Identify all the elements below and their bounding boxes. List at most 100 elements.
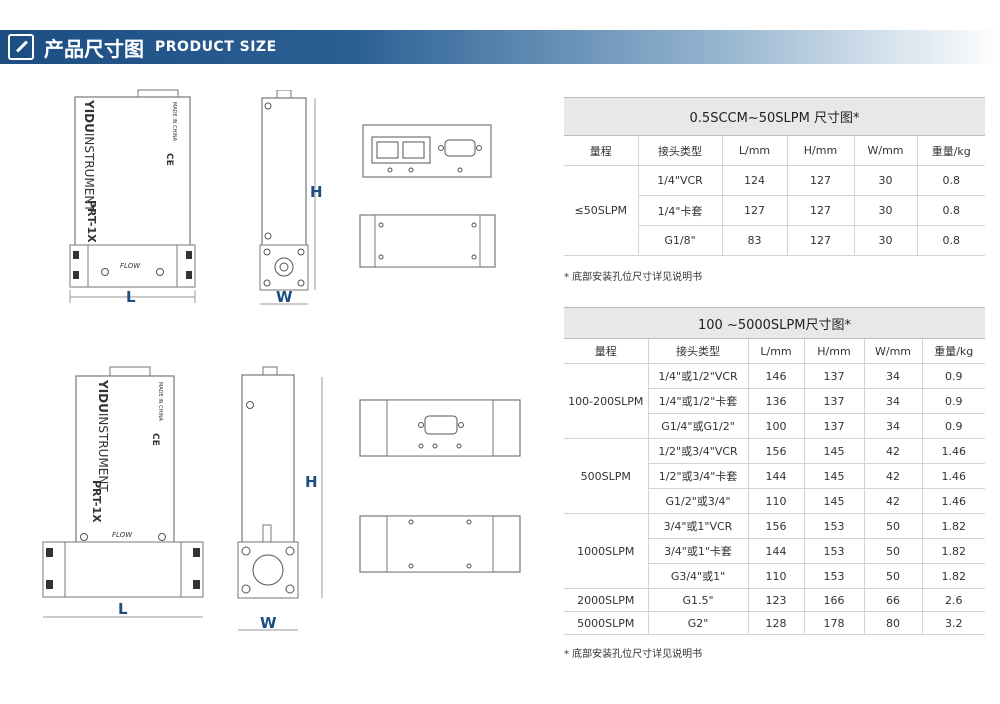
ruler-icon xyxy=(8,34,34,60)
table-cell: 1/4"VCR xyxy=(637,165,723,196)
section-subtitle: PRODUCT SIZE xyxy=(155,39,277,55)
table-row: G1/8" 83 127 30 0.8 xyxy=(564,225,985,256)
table-cell: 127 xyxy=(786,225,855,256)
table2-header: W/mm xyxy=(863,338,923,364)
table-cell: G2" xyxy=(647,611,749,635)
table-cell: 1/2"或3/4"VCR xyxy=(647,438,749,464)
table-cell: 3.2 xyxy=(921,611,985,635)
table-cell: 128 xyxy=(747,611,805,635)
table1-header: L/mm xyxy=(721,135,788,166)
made-in-label: MADE IN CHINA xyxy=(171,102,177,142)
table-cell: 127 xyxy=(786,165,855,196)
table-cell: 137 xyxy=(803,363,865,389)
table2-range: 5000SLPM xyxy=(564,611,649,635)
table-cell: 123 xyxy=(747,588,805,612)
table-cell: 110 xyxy=(747,488,805,514)
table-cell: 83 xyxy=(721,225,788,256)
table-cell: 42 xyxy=(863,463,923,489)
table-cell: 144 xyxy=(747,538,805,564)
large-model-label: PRT-1X xyxy=(90,480,103,523)
table-cell: G1/4"或G1/2" xyxy=(648,413,749,439)
table-cell: 0.9 xyxy=(921,363,985,389)
table-cell: 80 xyxy=(863,611,923,635)
large-ce-mark: CE xyxy=(150,433,160,446)
table-cell: 178 xyxy=(803,611,865,635)
table2-header: H/mm xyxy=(803,338,865,364)
section-header: 产品尺寸图 PRODUCT SIZE xyxy=(0,30,1000,64)
table-row: 1/4"卡套 127 127 30 0.8 xyxy=(564,195,985,226)
dim-l-top: L xyxy=(126,288,136,306)
table2-title: 100 ~5000SLPM尺寸图* xyxy=(564,307,985,339)
table-cell: 100 xyxy=(747,413,805,439)
table2-range: 100-200SLPM xyxy=(564,363,649,439)
dim-l-bottom: L xyxy=(118,600,128,618)
table-cell: 1.82 xyxy=(921,563,985,589)
table2-range: 1000SLPM xyxy=(564,513,649,589)
table-cell: 0.8 xyxy=(916,165,985,196)
table-cell: 0.9 xyxy=(921,388,985,414)
table-cell: 137 xyxy=(803,413,865,439)
table-cell: 3/4"或1"VCR xyxy=(647,513,749,539)
flow-label: FLOW xyxy=(120,262,141,270)
dim-w-top: W xyxy=(276,288,293,306)
brand-label: YIDUINSTRUMENT xyxy=(82,100,96,212)
dim-h-top: H xyxy=(310,183,323,201)
table-cell: 50 xyxy=(863,538,923,564)
small-device-top-view xyxy=(359,124,496,268)
table-cell: 156 xyxy=(747,438,805,464)
table-cell: 156 xyxy=(747,513,805,539)
table-cell: 153 xyxy=(803,513,865,539)
table-cell: 146 xyxy=(747,363,805,389)
table-cell: 50 xyxy=(863,513,923,539)
table-cell: 30 xyxy=(853,225,918,256)
table-cell: 145 xyxy=(803,438,865,464)
table-cell: 1.46 xyxy=(921,488,985,514)
table-cell: 1.82 xyxy=(921,538,985,564)
small-device-front-view xyxy=(69,89,196,303)
large-device-front-view xyxy=(42,366,204,618)
spec-table-large: 100 ~5000SLPM尺寸图* 量程 接头类型 L/mm H/mm W/mm… xyxy=(564,307,985,635)
table2-header: 重量/kg xyxy=(921,338,985,364)
table-cell: 137 xyxy=(803,388,865,414)
table2-note: * 底部安装孔位尺寸详见说明书 xyxy=(564,649,703,660)
table-cell: 1/4"或1/2"卡套 xyxy=(648,388,749,414)
table1-header: H/mm xyxy=(786,135,855,166)
large-device-side-view xyxy=(237,366,323,631)
table2-range: 500SLPM xyxy=(564,438,649,514)
table1-header: 量程 xyxy=(564,135,639,166)
table-cell: 127 xyxy=(721,195,788,226)
table-cell: 127 xyxy=(786,195,855,226)
table1-header: W/mm xyxy=(853,135,918,166)
table-cell: 0.8 xyxy=(916,225,985,256)
ce-mark: CE xyxy=(164,153,174,166)
table1-range: ≤50SLPM xyxy=(564,165,639,256)
table-cell: 34 xyxy=(863,388,923,414)
table-cell: 0.9 xyxy=(921,413,985,439)
table1-header: 重量/kg xyxy=(916,135,985,166)
table-cell: 30 xyxy=(853,195,918,226)
table-cell: 2.6 xyxy=(921,588,985,612)
table-cell: 145 xyxy=(803,488,865,514)
table1-note: * 底部安装孔位尺寸详见说明书 xyxy=(564,272,703,283)
table-row: ≤50SLPM 1/4"VCR 124 127 30 0.8 xyxy=(564,165,985,256)
table-cell: 1.46 xyxy=(921,438,985,464)
large-made-in-label: MADE IN CHINA xyxy=(157,382,163,422)
table-cell: 1/4"卡套 xyxy=(638,195,723,226)
table-cell: 34 xyxy=(863,413,923,439)
table-cell: 42 xyxy=(863,488,923,514)
table2-header: 接头类型 xyxy=(647,338,749,364)
spec-table-small: 0.5SCCM~50SLPM 尺寸图* 量程 接头类型 L/mm H/mm W/… xyxy=(564,97,985,256)
table-cell: 124 xyxy=(721,165,788,196)
small-device-side-view xyxy=(259,90,316,305)
table-cell: G1.5" xyxy=(647,588,749,612)
table1-header: 接头类型 xyxy=(637,135,723,166)
large-flow-label: FLOW xyxy=(112,531,133,539)
table-cell: 144 xyxy=(747,463,805,489)
table-cell: 1/4"或1/2"VCR xyxy=(647,363,749,389)
table-cell: 136 xyxy=(747,388,805,414)
